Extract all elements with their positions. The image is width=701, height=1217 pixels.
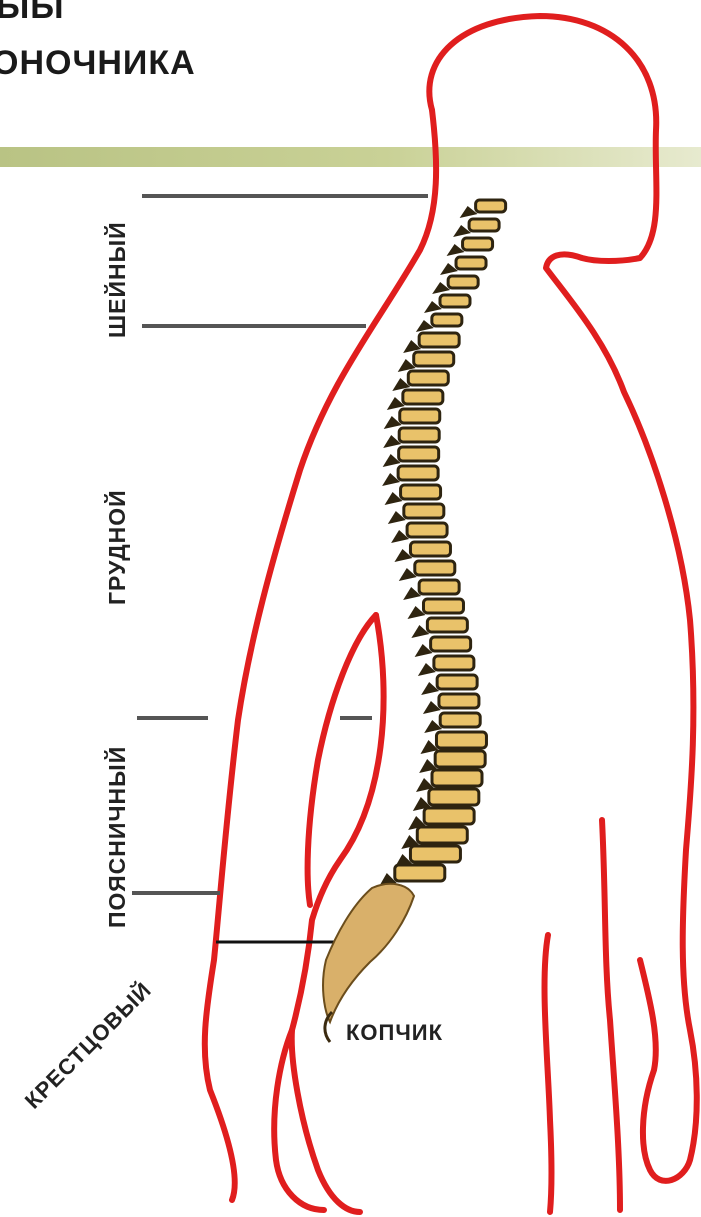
vertebra — [436, 732, 486, 748]
vertebra — [398, 466, 438, 480]
vertebra — [419, 580, 459, 594]
vertebra — [400, 409, 440, 423]
vertebra — [399, 428, 439, 442]
vertebra — [437, 675, 477, 689]
vertebra — [469, 219, 499, 231]
vertebra — [435, 751, 485, 767]
vertebra — [427, 618, 467, 632]
vertebra — [403, 390, 443, 404]
sacrum — [323, 884, 414, 1022]
vertebra — [399, 447, 439, 461]
vertebra — [401, 485, 441, 499]
vertebra — [407, 523, 447, 537]
vertebra — [417, 827, 467, 843]
vertebra — [419, 333, 459, 347]
vertebra — [395, 865, 445, 881]
label-cervical: ШЕЙНЫЙ — [103, 221, 130, 338]
vertebra — [415, 561, 455, 575]
vertebra — [440, 713, 480, 727]
label-sacral: КРЕСТЦОВЫЙ — [20, 977, 156, 1113]
label-thoracic: ГРУДНОЙ — [103, 489, 130, 605]
label-lumbar: ПОЯСНИЧНЫЙ — [103, 746, 130, 928]
vertebra — [423, 599, 463, 613]
vertebra — [434, 656, 474, 670]
vertebra — [440, 295, 470, 307]
vertebra — [476, 200, 506, 212]
vertebra — [463, 238, 493, 250]
vertebra — [414, 352, 454, 366]
label-coccyx: КОПЧИК — [346, 1020, 443, 1045]
spinal-column — [379, 200, 506, 887]
hand-outline — [274, 1030, 324, 1210]
vertebra — [439, 694, 479, 708]
vertebra — [410, 542, 450, 556]
leg-back-outline — [545, 935, 552, 1212]
vertebra — [432, 314, 462, 326]
vertebra — [424, 808, 474, 824]
vertebra — [431, 637, 471, 651]
vertebra — [429, 789, 479, 805]
body-front-outline — [429, 16, 696, 1181]
vertebra — [404, 504, 444, 518]
vertebra — [448, 276, 478, 288]
leg-front-outline — [602, 820, 620, 1210]
vertebra — [410, 846, 460, 862]
vertebra — [432, 770, 482, 786]
vertebra — [456, 257, 486, 269]
vertebra — [408, 371, 448, 385]
